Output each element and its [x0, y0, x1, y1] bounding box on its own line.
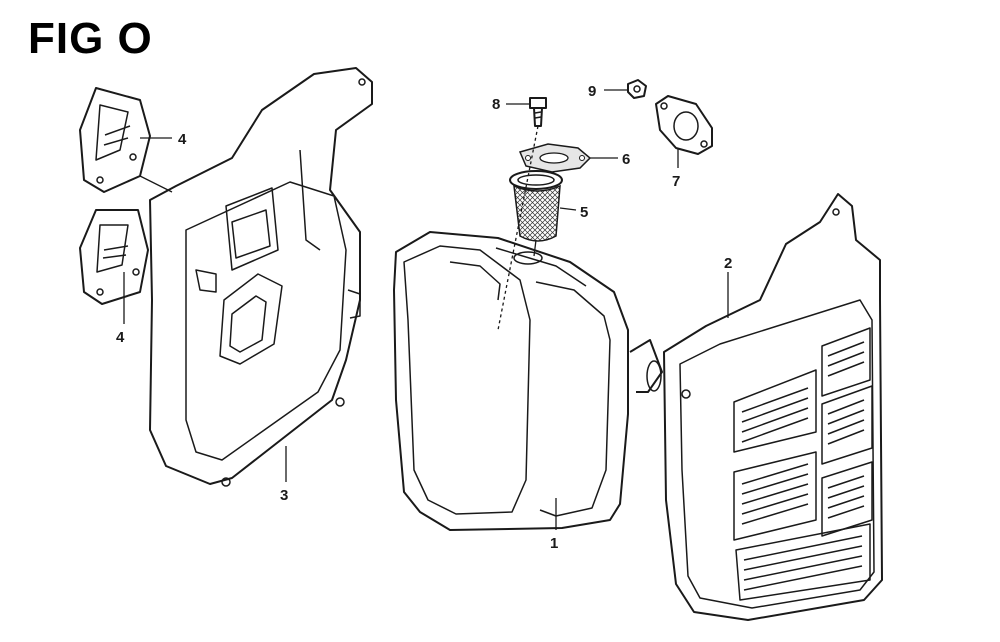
callout-arrester-screen: 5	[580, 204, 588, 221]
leader-lines	[123, 89, 729, 530]
callout-bolt: 8	[492, 96, 500, 113]
callout-exhaust-gasket: 7	[672, 173, 680, 190]
muffler-cover	[149, 67, 373, 487]
arrester-gasket	[518, 143, 592, 173]
callout-arrester-gasket: 6	[622, 151, 630, 168]
nut	[627, 79, 647, 99]
heat-shield-upper	[79, 87, 151, 193]
callout-muffler: 1	[550, 535, 558, 552]
callout-muffler-cover: 3	[280, 487, 288, 504]
callout-nut: 9	[588, 83, 596, 100]
exhaust-gasket	[655, 95, 713, 155]
callout-heat-shield-upper: 4	[178, 131, 187, 148]
figure-title: FIG O	[28, 14, 153, 63]
muffler-body	[393, 231, 663, 531]
heat-shield-lower	[79, 209, 149, 305]
spark-arrester-screen	[509, 170, 563, 242]
bolt	[529, 97, 547, 127]
muffler-protector	[663, 193, 883, 621]
callout-heat-shield-lower: 4	[116, 329, 125, 346]
callout-muffler-protector: 2	[724, 255, 732, 272]
